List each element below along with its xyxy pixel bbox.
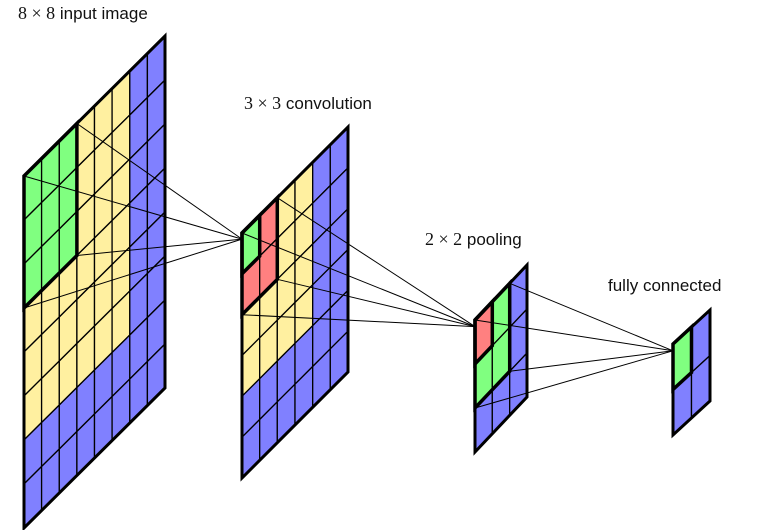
highlight-border-pool — [473, 278, 512, 413]
connection-line-pool-to-fc — [509, 282, 674, 352]
green-cell-border-conv — [240, 211, 262, 279]
layer-input — [23, 34, 166, 530]
layer-border-input — [22, 32, 167, 530]
red-cell-border-pool — [473, 297, 495, 369]
layer-fc — [672, 308, 711, 437]
label-convolution: 3 × 3 convolution — [244, 93, 372, 114]
connection-line-pool-to-fc — [474, 350, 674, 409]
connection-line-input-to-conv — [23, 175, 243, 240]
label-fully-connected: fully connected — [608, 276, 721, 296]
connection-line-conv-to-pool — [241, 314, 476, 328]
connection-line-input-to-conv — [23, 238, 243, 309]
connection-line-conv-to-pool — [277, 278, 476, 328]
label-conv-text: convolution — [281, 94, 372, 113]
label-pooling: 2 × 2 pooling — [425, 229, 522, 250]
connection-line-conv-to-pool — [241, 232, 476, 328]
label-conv-math: 3 × 3 — [244, 93, 282, 113]
connection-line-conv-to-pool — [277, 197, 476, 328]
connection-line-input-to-conv — [76, 238, 243, 256]
label-input-math: 8 × 8 — [18, 3, 56, 23]
highlight-border-conv — [240, 193, 280, 319]
layer-border-fc — [671, 306, 712, 439]
highlight-border-input — [22, 119, 79, 313]
layer-border-conv — [240, 123, 350, 482]
label-input-text: input image — [55, 4, 148, 23]
label-pool-math: 2 × 2 — [425, 229, 463, 249]
label-pool-text: pooling — [462, 230, 522, 249]
label-fc-text: fully connected — [608, 276, 722, 295]
label-input-image: 8 × 8 input image — [18, 3, 148, 24]
highlight-border-fc — [671, 323, 694, 394]
connection-line-pool-to-fc — [509, 350, 674, 372]
connection-line-input-to-conv — [76, 123, 243, 240]
